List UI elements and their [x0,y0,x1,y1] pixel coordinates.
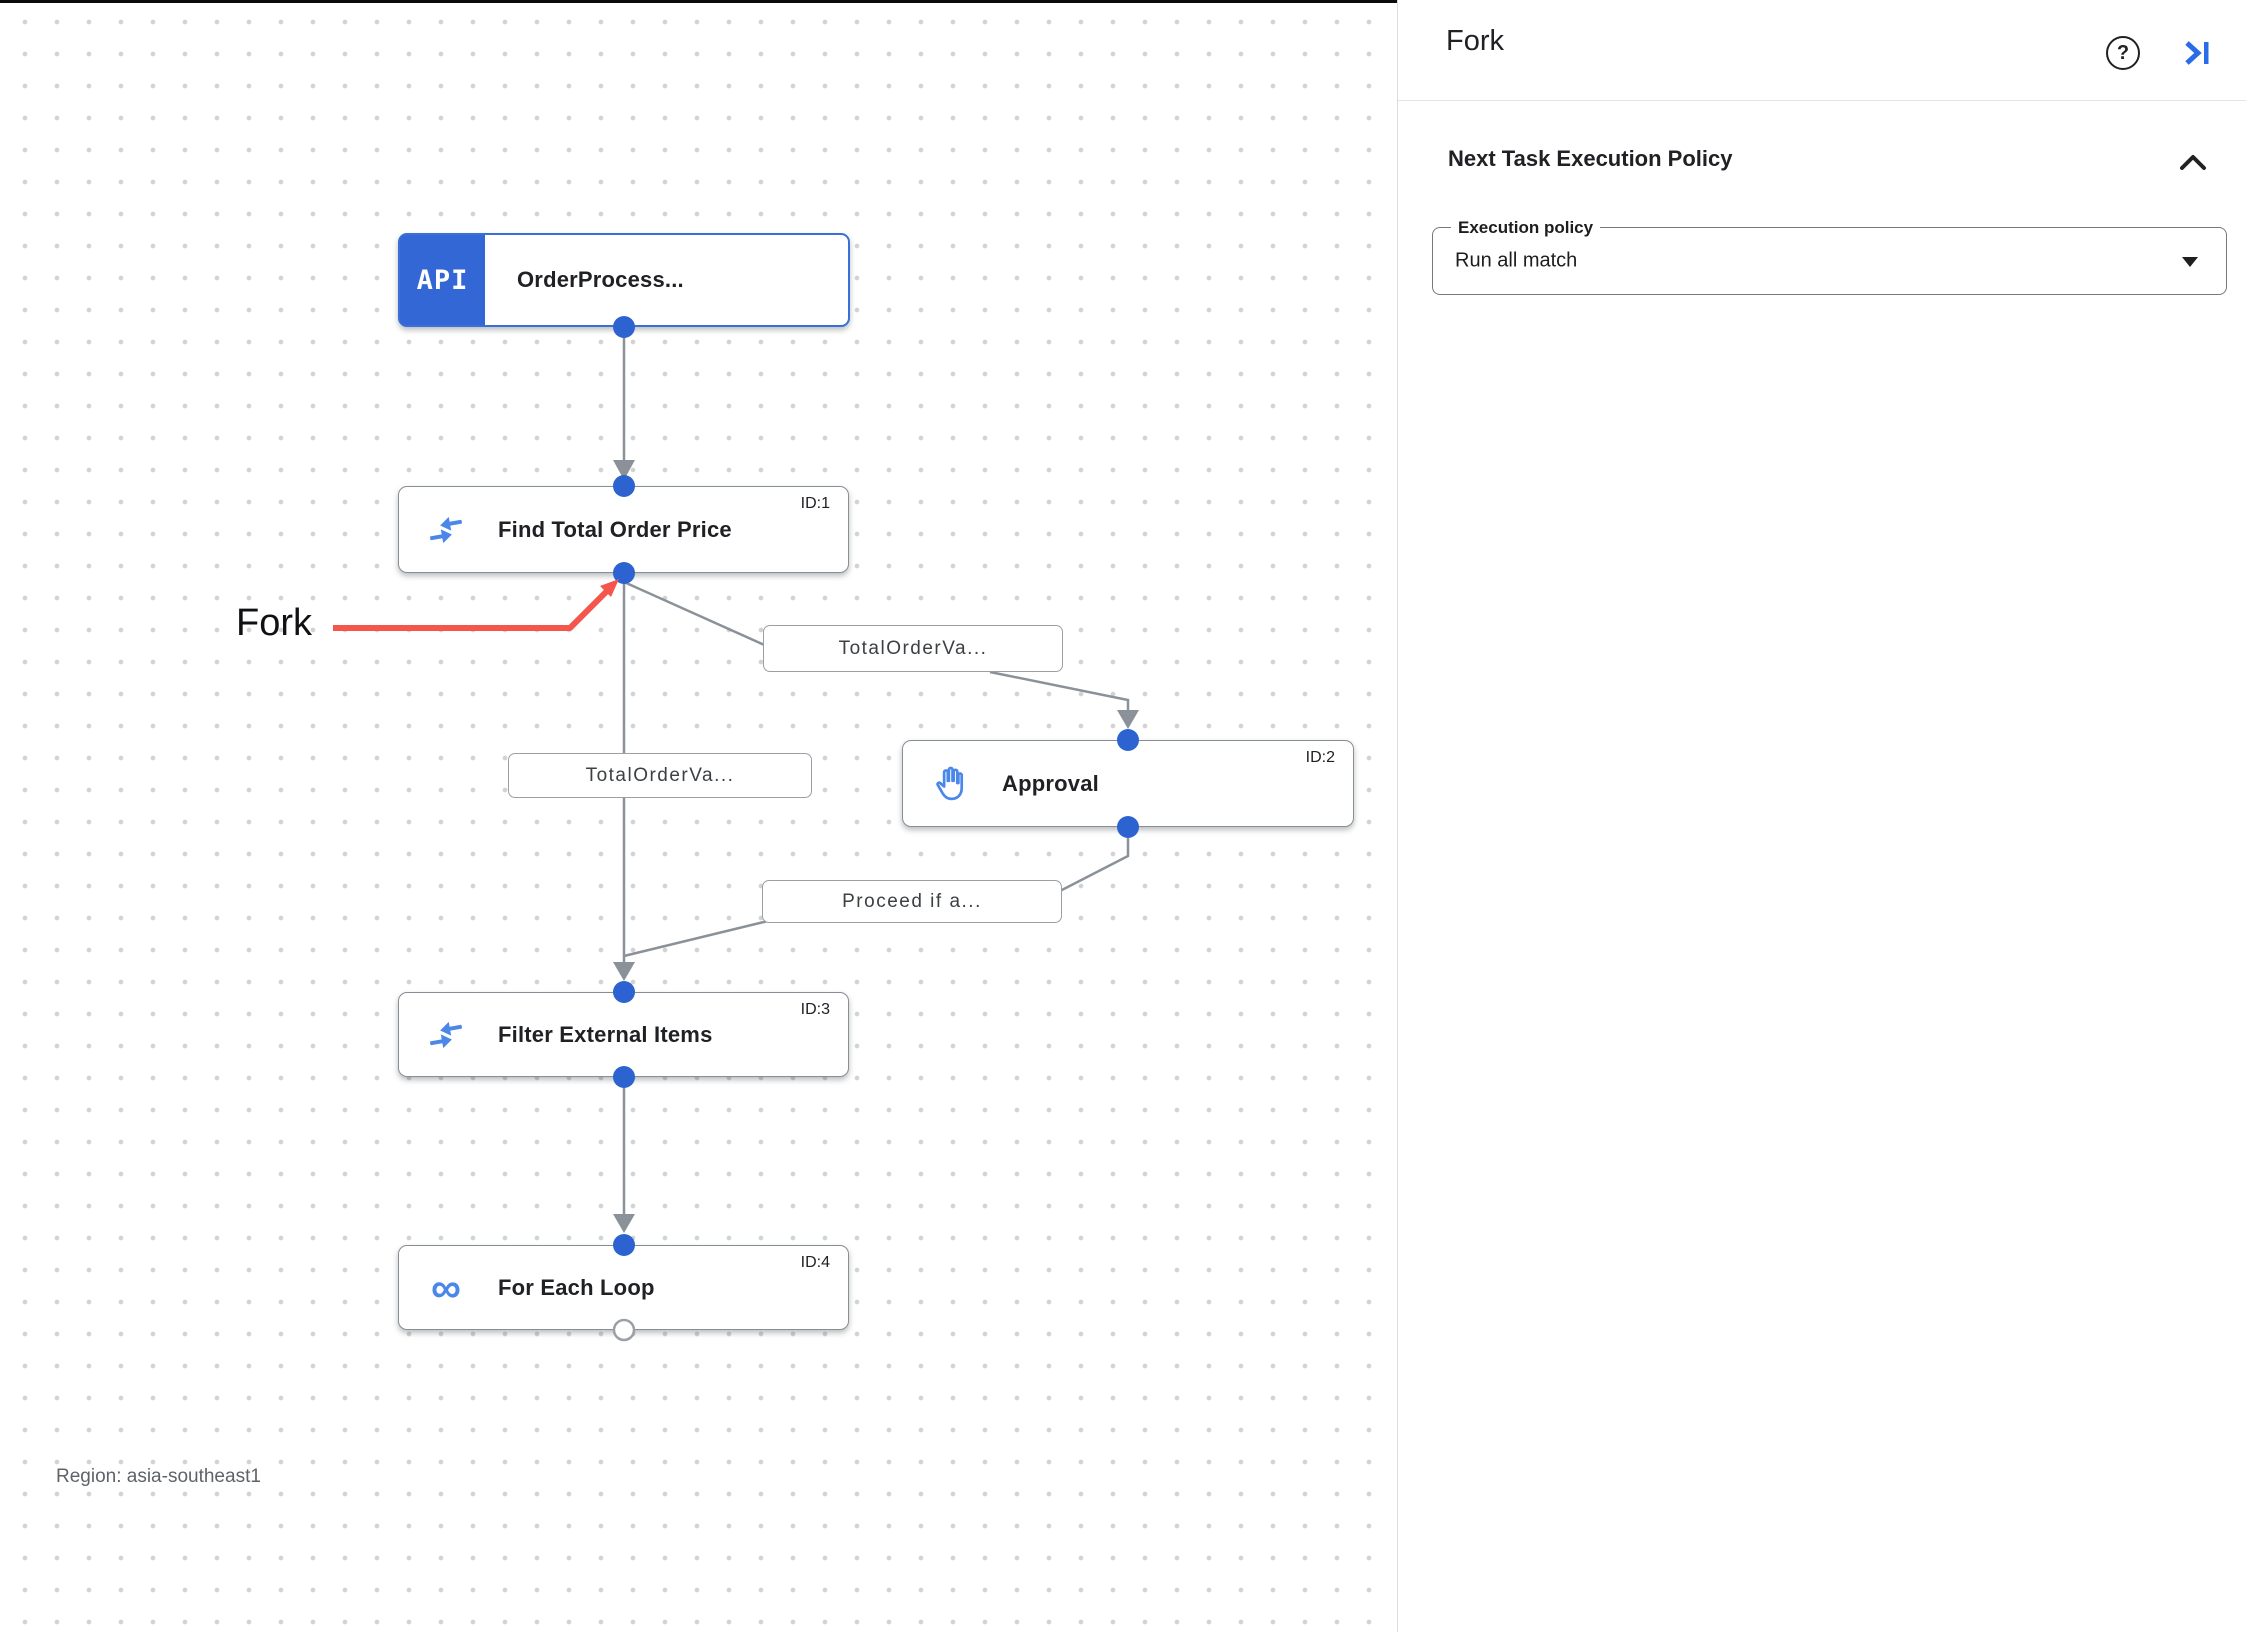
workflow-canvas[interactable]: API OrderProcess... ID:1 Find Total Orde… [0,0,1397,1632]
section-title: Next Task Execution Policy [1448,146,1733,171]
edge-label-proceed-if-approved[interactable]: Proceed if a... [762,880,1062,923]
edge-rightlabel-to-task2 [989,670,1130,712]
node-api-trigger[interactable]: API OrderProcess... [398,233,850,327]
edge-label-total-order-value-left[interactable]: TotalOrderVa... [508,753,812,798]
help-icon[interactable]: ? [2106,36,2140,70]
node-title: For Each Loop [498,1274,655,1300]
panel-divider [1398,100,2246,101]
node-title: Approval [1002,770,1099,796]
execution-policy-select[interactable]: Execution policy Run all match [1432,218,2227,295]
task-config-panel: Fork ? Next Task Execution Policy Execut… [1397,0,2246,1632]
task-id-badge: ID:4 [800,1254,830,1271]
region-label: Region: asia-southeast1 [56,1466,261,1487]
edge-arrowheads [613,460,1139,1233]
node-filter-external-items[interactable]: ID:3 Filter External Items [398,992,849,1077]
approval-hand-icon [928,763,972,805]
node-approval[interactable]: ID:2 Approval [902,740,1354,827]
collapse-panel-icon[interactable] [2181,38,2213,68]
edge-task1-to-rightlabel [623,580,781,654]
canvas-top-border [0,0,1397,3]
node-for-each-loop[interactable]: ID:4 ∞ For Each Loop [398,1245,849,1330]
loop-icon: ∞ [431,1263,461,1311]
help-question-mark: ? [2116,41,2130,64]
task-id-badge: ID:2 [1305,749,1335,766]
edge-proceedlabel-to-task3 [623,919,769,958]
fork-annotation-arrow [333,579,619,631]
node-find-total-order-price[interactable]: ID:1 Find Total Order Price [398,486,849,573]
node-title: OrderProcess... [517,267,684,292]
edge-label-total-order-value-right[interactable]: TotalOrderVa... [763,625,1063,672]
node-title: Find Total Order Price [498,516,732,542]
fork-annotation-label: Fork [236,602,312,644]
edge-task2-to-proceedlabel [1057,827,1130,894]
data-mapping-icon [424,1019,468,1051]
chevron-up-icon[interactable] [2177,152,2209,174]
node-title: Filter External Items [498,1021,713,1047]
api-trigger-badge: API [400,235,485,325]
task-id-badge: ID:3 [800,1001,830,1018]
execution-policy-selected-value: Run all match [1455,249,1578,272]
panel-title: Fork [1446,25,1504,57]
execution-policy-field-label: Execution policy [1451,218,1601,238]
data-mapping-icon [424,514,468,546]
task-id-badge: ID:1 [800,495,830,512]
dropdown-caret-icon [2182,257,2198,267]
